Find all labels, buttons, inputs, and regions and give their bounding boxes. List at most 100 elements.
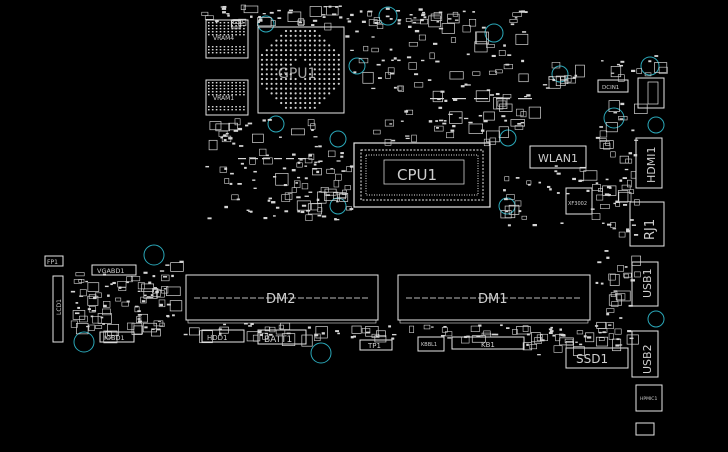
component-footprint xyxy=(610,151,616,158)
component-footprint xyxy=(398,85,404,92)
component-footprint xyxy=(408,62,417,70)
bga-ball xyxy=(270,92,273,95)
component-footprint xyxy=(326,168,335,174)
component-footprint xyxy=(478,324,482,327)
component-footprint xyxy=(74,312,80,315)
component-footprint xyxy=(260,333,263,336)
component-footprint xyxy=(271,201,276,204)
component-footprint xyxy=(301,183,309,190)
bga-ball xyxy=(211,34,214,36)
component-footprint xyxy=(514,17,518,19)
component-footprint xyxy=(218,332,222,335)
component-footprint xyxy=(613,202,616,205)
bga-ball xyxy=(227,106,230,108)
bga-ball xyxy=(270,58,273,61)
bga-ball xyxy=(275,63,278,66)
component-footprint xyxy=(546,185,551,188)
bga-ball xyxy=(308,34,312,37)
component-footprint xyxy=(215,123,230,132)
component-footprint xyxy=(435,60,440,63)
bga-ball xyxy=(308,39,312,42)
component-footprint xyxy=(536,334,543,342)
component-footprint xyxy=(165,264,170,266)
component-footprint xyxy=(234,118,241,126)
component-footprint xyxy=(314,161,318,163)
bga-ball xyxy=(284,63,288,66)
bga-ball xyxy=(270,53,273,57)
bga-ball xyxy=(215,46,218,48)
component-footprint xyxy=(418,34,426,41)
bga-ball xyxy=(231,94,233,96)
component-footprint xyxy=(317,191,327,204)
bga-ball xyxy=(215,94,218,96)
bga-ball xyxy=(304,97,307,100)
component-footprint xyxy=(552,78,556,82)
ssd-label: SSD1 xyxy=(576,352,608,366)
bga-ball xyxy=(332,82,336,85)
component-footprint xyxy=(489,137,497,145)
bga-ball xyxy=(313,49,316,52)
bga-ball xyxy=(260,63,264,66)
bga-ball xyxy=(318,39,321,42)
component-footprint xyxy=(223,323,227,326)
component-footprint xyxy=(411,134,417,143)
bga-ball xyxy=(231,49,233,51)
component-footprint xyxy=(464,335,468,339)
bga-ball xyxy=(313,106,316,109)
component-footprint xyxy=(252,133,264,143)
wlan-label: WLAN1 xyxy=(538,152,578,165)
component-footprint xyxy=(321,14,326,16)
bga-ball xyxy=(219,109,222,111)
component-footprint xyxy=(598,328,608,333)
component-footprint xyxy=(240,4,246,10)
bga-ball xyxy=(275,87,278,90)
component-footprint xyxy=(592,184,601,191)
hdmi-label: HDMI1 xyxy=(645,147,658,183)
bga-ball xyxy=(235,31,237,33)
bga-ball xyxy=(284,106,288,109)
component-footprint xyxy=(102,273,107,276)
component-footprint xyxy=(311,24,315,26)
bga-ball xyxy=(219,88,222,90)
cpu-label: CPU1 xyxy=(397,166,437,184)
component-footprint xyxy=(126,276,133,283)
component-footprint xyxy=(450,129,455,132)
component-footprint xyxy=(151,328,161,337)
component-footprint xyxy=(615,293,626,301)
component-footprint xyxy=(247,122,253,125)
component-footprint xyxy=(141,283,154,292)
bga-ball xyxy=(299,106,302,109)
component-footprint xyxy=(267,199,271,202)
component-footprint xyxy=(413,17,417,19)
component-footprint xyxy=(393,57,397,60)
component-footprint xyxy=(631,224,636,226)
component-footprint xyxy=(275,329,286,335)
component-footprint xyxy=(311,129,314,132)
bga-ball xyxy=(235,34,237,36)
component-footprint xyxy=(376,23,384,29)
bga-ball xyxy=(299,92,302,95)
component-footprint xyxy=(335,6,338,8)
component-footprint xyxy=(358,57,369,64)
bga-ball xyxy=(243,34,245,36)
bga-ball xyxy=(265,73,268,76)
component-footprint xyxy=(318,145,322,148)
component-footprint xyxy=(262,119,266,122)
vgabd-label: VGABD1 xyxy=(97,267,125,275)
bga-ball xyxy=(270,63,273,66)
component-footprint xyxy=(436,21,440,23)
bga-ball xyxy=(260,82,264,85)
bga-ball xyxy=(323,63,326,66)
component-footprint xyxy=(408,42,418,47)
component-footprint xyxy=(307,203,322,215)
bga-ball xyxy=(280,44,283,47)
component-footprint xyxy=(376,330,386,338)
bga-ball xyxy=(265,53,268,57)
component-footprint xyxy=(442,122,447,125)
component-footprint xyxy=(335,330,340,333)
component-footprint xyxy=(438,106,443,109)
bga-ball xyxy=(235,25,237,27)
component-footprint xyxy=(434,125,444,132)
component-footprint xyxy=(531,332,541,343)
iobd-label: IOBD1 xyxy=(104,334,125,342)
